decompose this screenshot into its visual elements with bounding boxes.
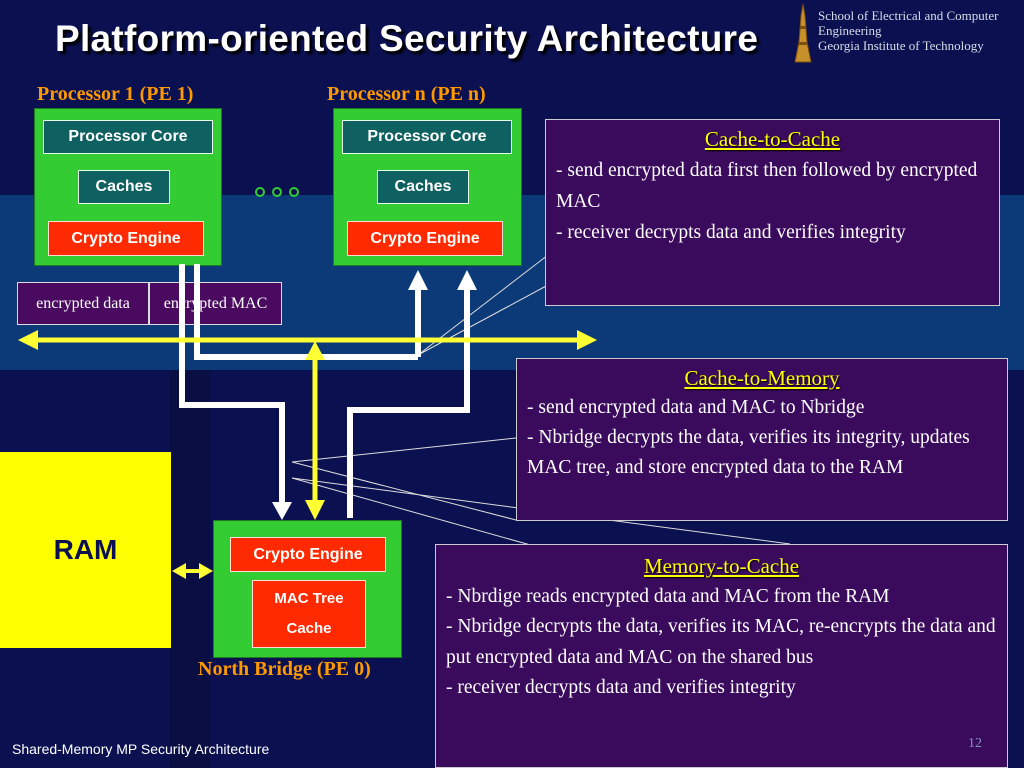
north-bridge-crypto-engine: Crypto Engine bbox=[230, 537, 386, 572]
processor-1-label: Processor 1 (PE 1) bbox=[37, 83, 194, 105]
ram-block: RAM bbox=[0, 452, 171, 648]
institution-name: School of Electrical and Computer Engine… bbox=[818, 8, 999, 53]
callout-cache-to-memory-line-1: - send encrypted data and MAC to Nbridge bbox=[527, 397, 865, 418]
ram-label: RAM bbox=[53, 534, 118, 565]
white-data-paths bbox=[179, 264, 470, 518]
three-dots-icon bbox=[253, 185, 303, 199]
callout-cache-to-memory: Cache-to-Memory - send encrypted data an… bbox=[516, 358, 1008, 521]
processor-1-core: Processor Core bbox=[43, 120, 213, 154]
callout-cache-to-memory-heading: Cache-to-Memory bbox=[684, 366, 840, 390]
white-arrowheads bbox=[272, 270, 477, 520]
processor-1-crypto-engine: Crypto Engine bbox=[48, 221, 204, 256]
encrypted-mac-box: encrypted MAC bbox=[149, 282, 282, 325]
mac-tree-label: MAC Tree bbox=[274, 590, 344, 607]
callout-cache-to-cache-line-2: - receiver decrypts data and verifies in… bbox=[556, 222, 906, 243]
north-bridge-label: North Bridge (PE 0) bbox=[198, 658, 371, 680]
processor-n-core: Processor Core bbox=[342, 120, 512, 154]
callout-cache-to-cache-line-1: - send encrypted data first then followe… bbox=[556, 160, 978, 212]
callout-memory-to-cache-heading: Memory-to-Cache bbox=[643, 554, 800, 578]
callout-memory-to-cache-line-2: - Nbridge decrypts the data, verifies it… bbox=[446, 616, 996, 668]
tower-icon bbox=[792, 2, 814, 64]
callout-cache-to-cache-heading: Cache-to-Cache bbox=[704, 127, 841, 151]
slide-title: Platform-oriented Security Architecture bbox=[55, 18, 759, 59]
page-number: 12 bbox=[968, 736, 982, 751]
processor-n-label: Processor n (PE n) bbox=[327, 83, 486, 105]
callout-cache-to-memory-line-2: - Nbridge decrypts the data, verifies it… bbox=[527, 427, 970, 478]
callout-memory-to-cache-line-1: - Nbrdige reads encrypted data and MAC f… bbox=[446, 585, 890, 607]
processor-n-crypto-engine: Crypto Engine bbox=[347, 221, 503, 256]
cache-label: Cache bbox=[286, 620, 332, 637]
processor-1-caches: Caches bbox=[78, 170, 170, 204]
institution-logo-text: School of Electrical and Computer Engine… bbox=[818, 8, 1024, 53]
mac-tree-cache-box: MAC Tree Cache bbox=[252, 580, 366, 648]
slide-footer: Shared-Memory MP Security Architecture bbox=[12, 741, 270, 757]
callout-memory-to-cache: Memory-to-Cache - Nbrdige reads encrypte… bbox=[435, 544, 1008, 768]
encrypted-data-box: encrypted data bbox=[17, 282, 149, 325]
processor-n-caches: Caches bbox=[377, 170, 469, 204]
callout-cache-to-cache: Cache-to-Cache - send encrypted data fir… bbox=[545, 119, 1000, 306]
callout-memory-to-cache-line-3: - receiver decrypts data and verifies in… bbox=[446, 677, 796, 698]
shared-bus bbox=[18, 330, 597, 579]
